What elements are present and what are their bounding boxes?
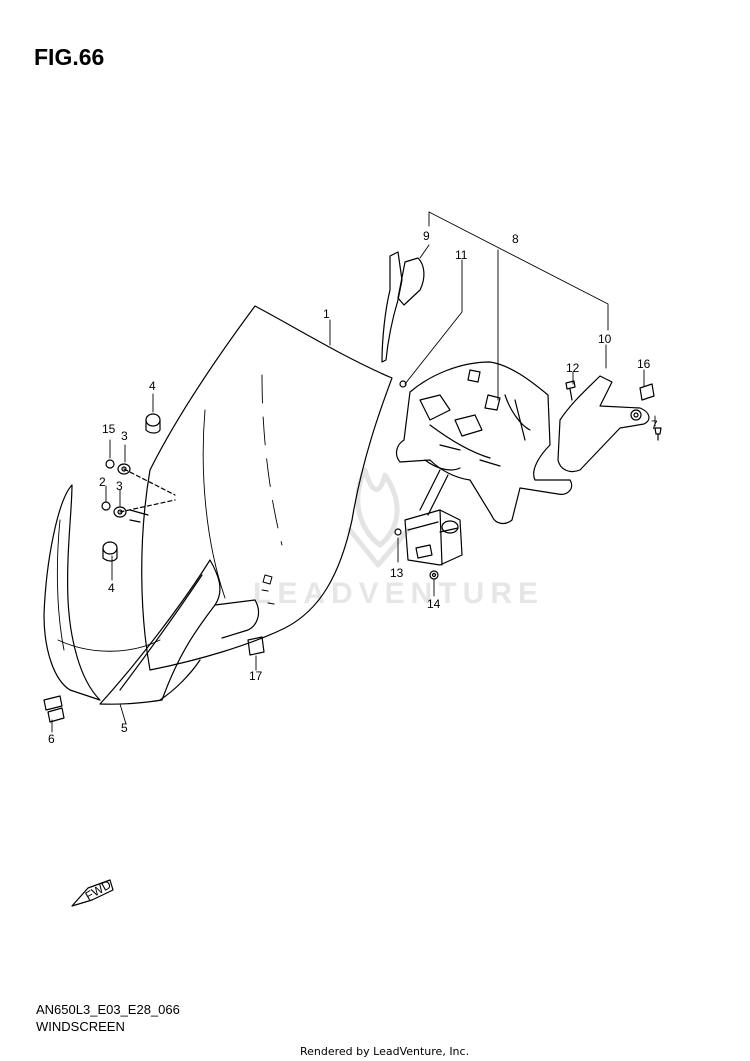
part-windscreen xyxy=(129,305,393,671)
callout-7: 7 xyxy=(651,418,658,432)
part-left-stay xyxy=(381,251,425,363)
callout-2: 2 xyxy=(99,475,106,489)
callout-11: 11 xyxy=(455,248,468,262)
callout-8: 8 xyxy=(512,232,519,246)
footer-credit: Rendered by LeadVenture, Inc. xyxy=(300,1045,470,1058)
part-lower-cowl xyxy=(99,559,260,705)
callout-3b: 3 xyxy=(116,479,123,493)
callout-6: 6 xyxy=(48,732,55,746)
callout-15: 15 xyxy=(102,422,116,436)
callout-12: 12 xyxy=(566,361,580,375)
part-motor-assembly xyxy=(404,469,463,566)
part-side-panel xyxy=(43,484,161,701)
callout-1: 1 xyxy=(323,307,330,321)
callout-10: 10 xyxy=(598,332,612,346)
leader-lines xyxy=(51,211,656,733)
callout-9: 9 xyxy=(423,229,430,243)
fwd-arrow-icon xyxy=(71,879,114,907)
figure-title: FIG.66 xyxy=(34,44,105,70)
part-clip xyxy=(43,695,65,723)
callout-17: 17 xyxy=(249,669,263,683)
section-name: WINDSCREEN xyxy=(36,1019,125,1034)
callout-labels: 1 2 3 3 4 4 5 6 7 8 9 10 11 12 13 14 15 … xyxy=(48,229,658,746)
callout-4b: 4 xyxy=(108,581,115,595)
callout-16: 16 xyxy=(637,357,651,371)
part-small-fasteners xyxy=(247,380,662,656)
callout-4a: 4 xyxy=(149,379,156,393)
part-right-stay xyxy=(557,375,650,473)
callout-5: 5 xyxy=(121,721,128,735)
callout-3a: 3 xyxy=(121,429,128,443)
part-bracket xyxy=(395,361,573,525)
part-grommets-screws xyxy=(101,413,176,562)
fwd-label: FWD xyxy=(83,877,114,903)
callout-14: 14 xyxy=(427,597,441,611)
model-code: AN650L3_E03_E28_066 xyxy=(36,1002,180,1017)
watermark-text: LEADVENTURE xyxy=(253,577,545,610)
callout-13: 13 xyxy=(390,566,404,580)
